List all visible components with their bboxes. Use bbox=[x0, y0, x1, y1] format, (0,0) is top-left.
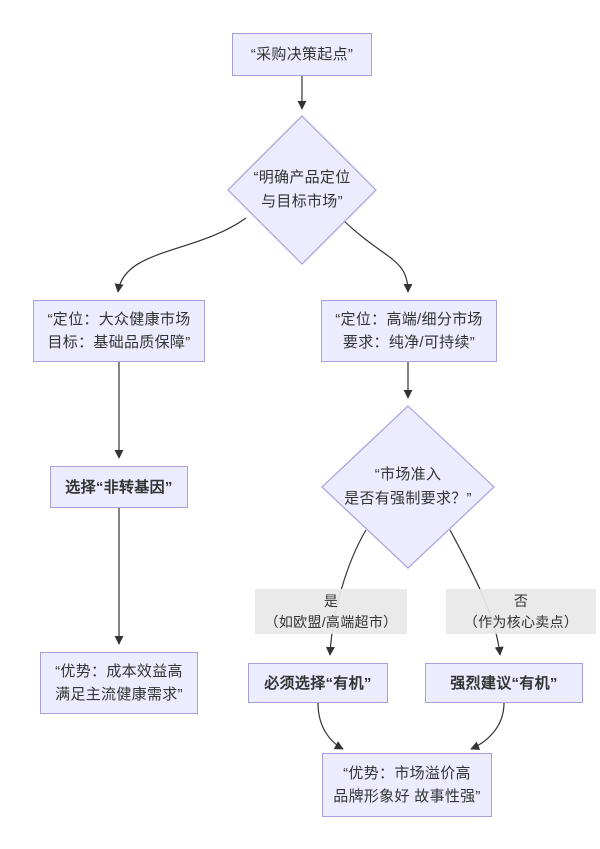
premium-advantage-line1: “优势：市场溢价高 bbox=[343, 765, 471, 782]
edge-decision1-to-mass bbox=[114, 217, 247, 293]
node-must-organic: 必须选择“有机” bbox=[248, 663, 388, 703]
mass-advantage-line1: “优势：成本效益高 bbox=[55, 663, 183, 680]
edge-decision1-to-premium bbox=[343, 220, 413, 293]
node-suggest-organic: 强烈建议“有机” bbox=[425, 663, 583, 703]
mass-market-line2: 目标：基础品质保障” bbox=[47, 334, 191, 351]
premium-advantage-line2: 品牌形象好 故事性强” bbox=[333, 788, 481, 805]
decision-market-access-line1: “市场准入 bbox=[374, 466, 442, 483]
decision-positioning-diamond-shape bbox=[227, 115, 377, 265]
decision-positioning-line1: “明确产品定位 bbox=[253, 169, 351, 186]
mass-market-line1: “定位：大众健康市场 bbox=[47, 311, 191, 328]
node-premium-market: “定位：高端/细分市场 要求：纯净/可持续” bbox=[321, 300, 497, 362]
node-premium-advantage: “优势：市场溢价高 品牌形象好 故事性强” bbox=[322, 753, 492, 817]
decision-market-access-line2: 是否有强制要求？” bbox=[344, 490, 472, 507]
node-mass-market: “定位：大众健康市场 目标：基础品质保障” bbox=[33, 300, 205, 362]
decision-positioning-line2: 与目标市场” bbox=[261, 193, 343, 210]
choose-non-gmo-label: 选择“非转基因” bbox=[65, 478, 173, 496]
node-choose-non-gmo: 选择“非转基因” bbox=[50, 466, 188, 508]
edge-label-no-line2: （作为核心卖点） bbox=[463, 613, 579, 630]
node-mass-advantage: “优势：成本效益高 满足主流健康需求” bbox=[40, 652, 198, 714]
edge-label-yes-line1: 是 bbox=[323, 592, 339, 609]
node-start: “采购决策起点” bbox=[232, 33, 372, 76]
edge-label-yes-line2: （如欧盟/高端超市） bbox=[264, 613, 398, 630]
must-organic-label: 必须选择“有机” bbox=[264, 674, 372, 692]
mass-advantage-line2: 满足主流健康需求” bbox=[55, 686, 183, 703]
edge-must-organic-to-premium-advantage bbox=[317, 702, 344, 750]
node-start-label: “采购决策起点” bbox=[250, 46, 354, 63]
suggest-organic-label: 强烈建议“有机” bbox=[450, 674, 558, 692]
edge-suggest-organic-to-premium-advantage bbox=[470, 702, 505, 750]
node-decision-positioning: “明确产品定位 与目标市场” bbox=[230, 158, 374, 222]
decision-market-access-diamond-shape bbox=[321, 405, 495, 569]
edge-decision2-to-must-organic bbox=[325, 529, 367, 656]
edge-label-no: 否 （作为核心卖点） bbox=[446, 589, 596, 634]
edge-label-yes: 是 （如欧盟/高端超市） bbox=[255, 589, 407, 634]
premium-market-line1: “定位：高端/细分市场 bbox=[335, 311, 483, 328]
node-decision-market-access: “市场准入 是否有强制要求？” bbox=[336, 455, 480, 519]
edge-label-no-line1: 否 bbox=[513, 592, 529, 609]
premium-market-line2: 要求：纯净/可持续” bbox=[342, 334, 476, 351]
